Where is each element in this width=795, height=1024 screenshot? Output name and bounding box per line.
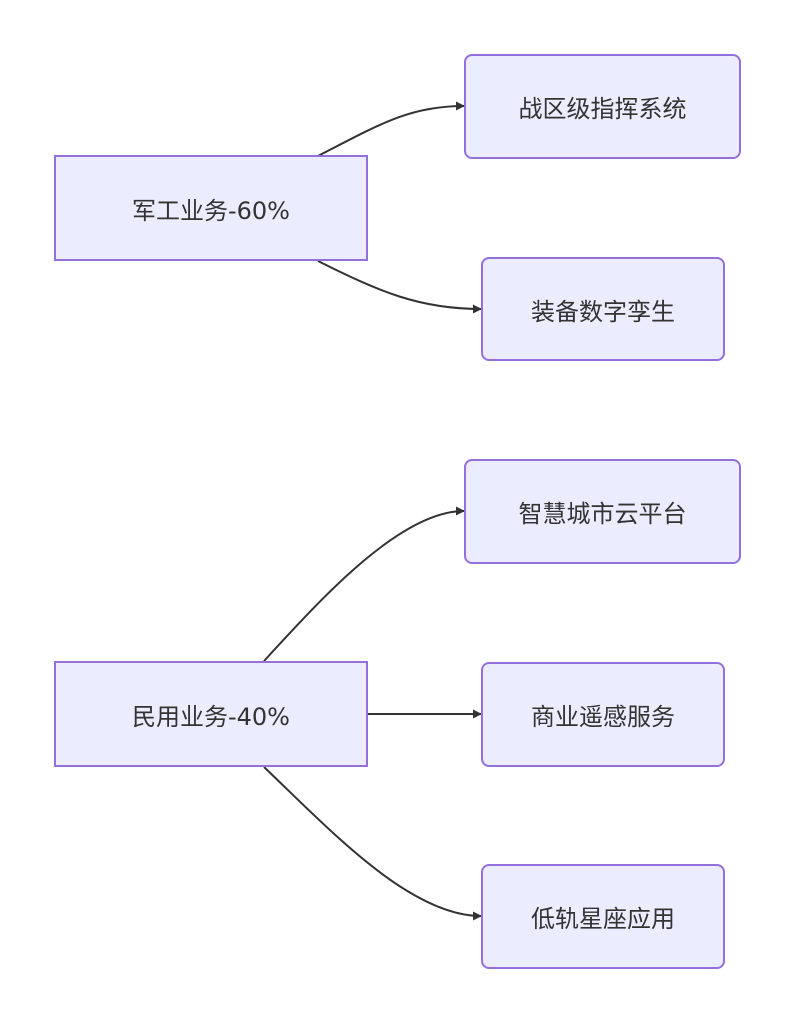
node-military-business-label: 军工业务-60% — [131, 196, 290, 225]
node-equipment-digital-twin: 装备数字孪生 — [481, 257, 725, 361]
edge-military-to-digital-twin — [317, 260, 482, 314]
node-equipment-digital-twin-label: 装备数字孪生 — [531, 297, 675, 326]
node-civil-business-label: 民用业务-40% — [131, 702, 290, 731]
edge-civil-to-smart-city — [263, 506, 465, 662]
node-leo-constellation-app-label: 低轨星座应用 — [531, 905, 675, 933]
node-theater-command-system: 战区级指挥系统 — [464, 54, 741, 159]
node-leo-constellation-app: 低轨星座应用 — [481, 864, 725, 969]
edge-civil-to-leo-constellation — [263, 766, 482, 921]
node-military-business: 军工业务-60% — [54, 155, 368, 261]
edge-military-to-command-system — [317, 101, 465, 157]
node-smart-city-cloud-label: 智慧城市云平台 — [518, 500, 687, 528]
node-commercial-remote-sensing-label: 商业遥感服务 — [531, 703, 675, 731]
node-smart-city-cloud: 智慧城市云平台 — [464, 459, 741, 564]
node-commercial-remote-sensing: 商业遥感服务 — [481, 662, 725, 767]
node-civil-business: 民用业务-40% — [54, 661, 368, 767]
node-theater-command-system-label: 战区级指挥系统 — [518, 95, 687, 123]
